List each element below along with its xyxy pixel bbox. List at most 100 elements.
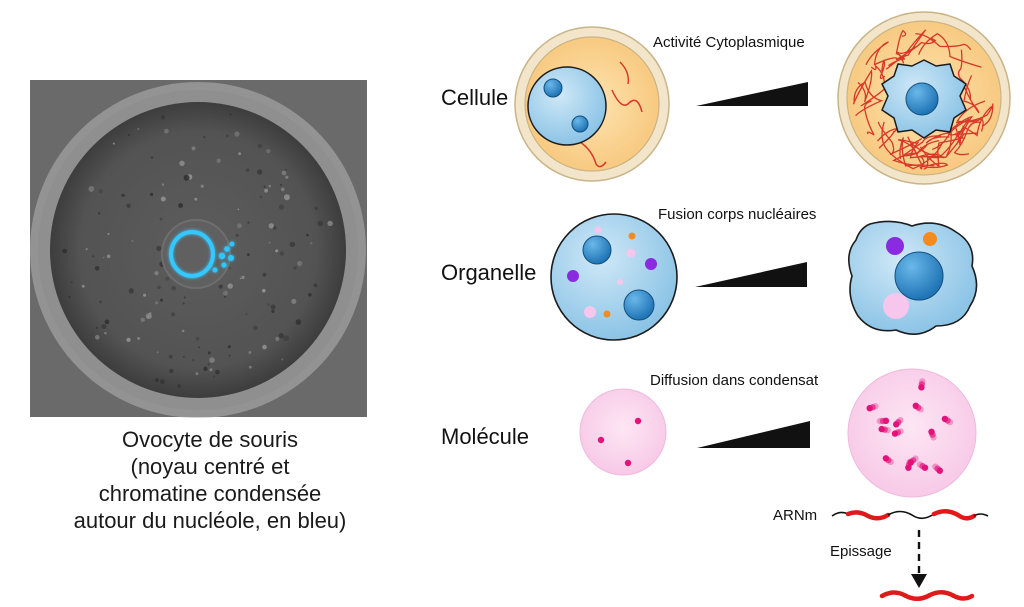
nucleolus	[623, 289, 655, 321]
diffusing-molecule	[928, 428, 937, 441]
granule	[68, 295, 71, 299]
granule	[293, 266, 297, 270]
granule	[126, 203, 131, 208]
granule	[248, 365, 252, 369]
granule	[112, 142, 115, 145]
granule	[195, 336, 200, 341]
granule	[291, 298, 297, 304]
dense-rna-network	[852, 29, 994, 170]
chromatin-dot	[224, 246, 230, 252]
granule	[278, 204, 285, 210]
caption-line: Ovocyte de souris	[121, 427, 299, 452]
rna-filament	[852, 69, 873, 105]
granule	[194, 197, 198, 201]
granule	[283, 335, 289, 342]
granule	[183, 355, 185, 358]
granule	[203, 366, 208, 371]
granule	[262, 272, 267, 277]
granule	[239, 277, 242, 280]
granule	[98, 189, 103, 194]
granule	[179, 160, 185, 166]
granule	[280, 183, 282, 186]
granule	[131, 240, 134, 243]
rna-filament	[900, 135, 942, 157]
granule	[88, 186, 95, 192]
granule	[314, 206, 318, 210]
granule	[238, 152, 242, 156]
rna-filament	[879, 59, 886, 79]
granule	[209, 368, 213, 372]
granule	[247, 221, 250, 224]
diffusing-molecule	[878, 425, 891, 434]
granule	[229, 113, 232, 116]
diffusing-molecule	[882, 455, 894, 465]
granule	[62, 248, 67, 254]
granule	[121, 193, 125, 197]
pink-body	[617, 279, 623, 285]
granule	[227, 283, 233, 289]
row-label-cellule: Cellule	[441, 85, 508, 110]
chromatin-ring	[169, 230, 215, 278]
granule	[95, 326, 99, 330]
granule	[281, 170, 287, 176]
fused-nucleolus	[894, 251, 944, 301]
rna-filament	[877, 127, 900, 149]
granule	[237, 208, 240, 211]
granule	[317, 220, 324, 227]
granule	[297, 260, 303, 267]
rna-filament	[897, 139, 940, 157]
rna-molecule	[634, 417, 642, 425]
granule	[157, 285, 161, 289]
splicing-arrow-head	[911, 574, 927, 588]
diffusing-molecules	[866, 378, 954, 474]
granule	[145, 313, 152, 320]
granule	[241, 275, 245, 279]
nucleolus	[582, 235, 612, 265]
rna-filament	[885, 29, 927, 70]
granule	[159, 379, 165, 385]
granule	[70, 281, 73, 283]
granule	[102, 256, 105, 259]
granule	[285, 175, 289, 179]
granule	[268, 223, 274, 229]
granule	[209, 357, 215, 363]
granule	[143, 293, 147, 297]
granule	[264, 188, 268, 193]
nucleus-small	[550, 213, 678, 341]
granule	[165, 276, 170, 281]
granule	[178, 203, 184, 208]
granule	[160, 298, 163, 302]
granule	[168, 354, 173, 359]
row-label-organelle: Organelle	[441, 260, 536, 285]
granule	[177, 384, 181, 388]
granule	[200, 184, 204, 188]
granule	[137, 337, 141, 340]
granule	[140, 317, 145, 322]
orange-body	[628, 232, 636, 240]
diffusing-molecule	[916, 461, 929, 471]
granule	[155, 301, 159, 305]
granule	[137, 127, 140, 131]
granule	[160, 115, 166, 120]
granule	[272, 226, 277, 230]
granule	[95, 335, 100, 340]
orange-body	[923, 232, 937, 246]
granule	[159, 217, 163, 221]
rna-filament	[877, 121, 923, 156]
granule	[182, 302, 185, 305]
pre-mrna-intron	[887, 510, 935, 520]
granule	[275, 336, 280, 341]
granule	[207, 363, 210, 366]
granule	[92, 255, 95, 258]
rna-filament	[946, 118, 970, 156]
granule	[259, 195, 263, 199]
condensate-large	[847, 368, 977, 498]
rna-filament	[953, 121, 982, 156]
rna-filament	[907, 136, 949, 169]
rna-filament	[860, 64, 886, 107]
granule	[127, 133, 130, 136]
granule	[270, 304, 276, 310]
granule	[280, 187, 285, 192]
granule	[156, 245, 162, 252]
granule	[246, 253, 250, 257]
